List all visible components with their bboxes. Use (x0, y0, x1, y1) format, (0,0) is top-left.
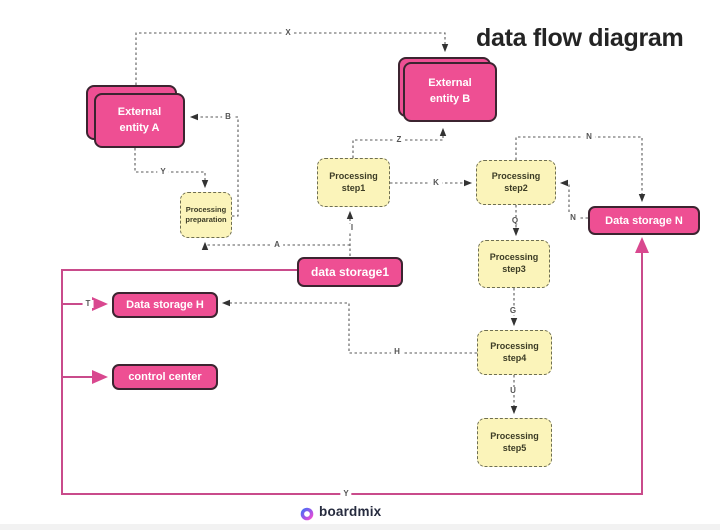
connector-y-bottom (61, 237, 649, 495)
data-storage-n-label: Data storage N (605, 214, 683, 227)
edge-label-a: A (271, 241, 283, 249)
node-processing-step1[interactable]: Processing step1 (317, 158, 390, 207)
edge-label-k: K (430, 179, 442, 187)
edge-label-u: U (507, 387, 519, 395)
entity-a-label: External entity A (117, 105, 162, 134)
node-processing-step5[interactable]: Processing step5 (477, 418, 552, 467)
edge-label-y-bottom: Y (340, 490, 352, 498)
data-storage1-label: data storage1 (310, 265, 390, 279)
data-storage-h-label: Data storage H (126, 299, 204, 311)
processing-preparation-label: Processing preparation (185, 205, 227, 224)
boardmix-watermark: boardmix (299, 500, 381, 522)
processing-step5-label: Processing step5 (490, 430, 539, 453)
connector-h (221, 299, 477, 354)
edge-label-q: Q (508, 217, 522, 225)
edge-label-g: G (506, 307, 520, 315)
node-data-storage1[interactable]: data storage1 (297, 257, 403, 287)
boardmix-brand-text: boardmix (319, 503, 382, 519)
connector-y-top (134, 148, 209, 189)
entity-b-label: External entity B (428, 77, 472, 105)
edge-label-t: T (82, 300, 94, 308)
diagram-title: data flow diagram (476, 24, 684, 52)
processing-step4-label: Processing step4 (490, 340, 539, 363)
edge-label-b: B (222, 113, 234, 121)
connector-n-top (515, 136, 646, 203)
node-processing-step2[interactable]: Processing step2 (476, 160, 556, 205)
node-processing-preparation[interactable]: Processing preparation (180, 192, 232, 238)
bottom-strip (0, 524, 720, 530)
edge-label-h: H (391, 348, 403, 356)
processing-step3-label: Processing step3 (489, 252, 539, 274)
connector-n-left (559, 179, 588, 219)
edge-label-n-top: N (583, 133, 595, 141)
edge-label-y-top: Y (157, 168, 169, 176)
connector-a (201, 241, 350, 251)
node-data-storage-h[interactable]: Data storage H (112, 292, 218, 318)
node-processing-step3[interactable]: Processing step3 (478, 240, 550, 288)
processing-step2-label: Processing step2 (491, 170, 541, 193)
edge-label-x: X (282, 29, 294, 37)
connector-b (189, 113, 239, 217)
entity-b-card: External entity B (403, 62, 497, 122)
boardmix-logo-icon (300, 501, 314, 521)
edge-label-n-left: N (567, 214, 579, 222)
edge-label-i: I (347, 224, 357, 232)
node-external-entity-b[interactable]: External entity B (398, 57, 499, 124)
control-center-label: control center (128, 371, 202, 383)
processing-step1-label: Processing step1 (329, 170, 378, 193)
node-processing-step4[interactable]: Processing step4 (477, 330, 552, 375)
node-data-storage-n[interactable]: Data storage N (588, 206, 700, 235)
node-control-center[interactable]: control center (112, 364, 218, 390)
node-external-entity-a[interactable]: External entity A (86, 85, 187, 150)
entity-a-card: External entity A (94, 93, 185, 148)
edge-label-z: Z (393, 136, 405, 144)
